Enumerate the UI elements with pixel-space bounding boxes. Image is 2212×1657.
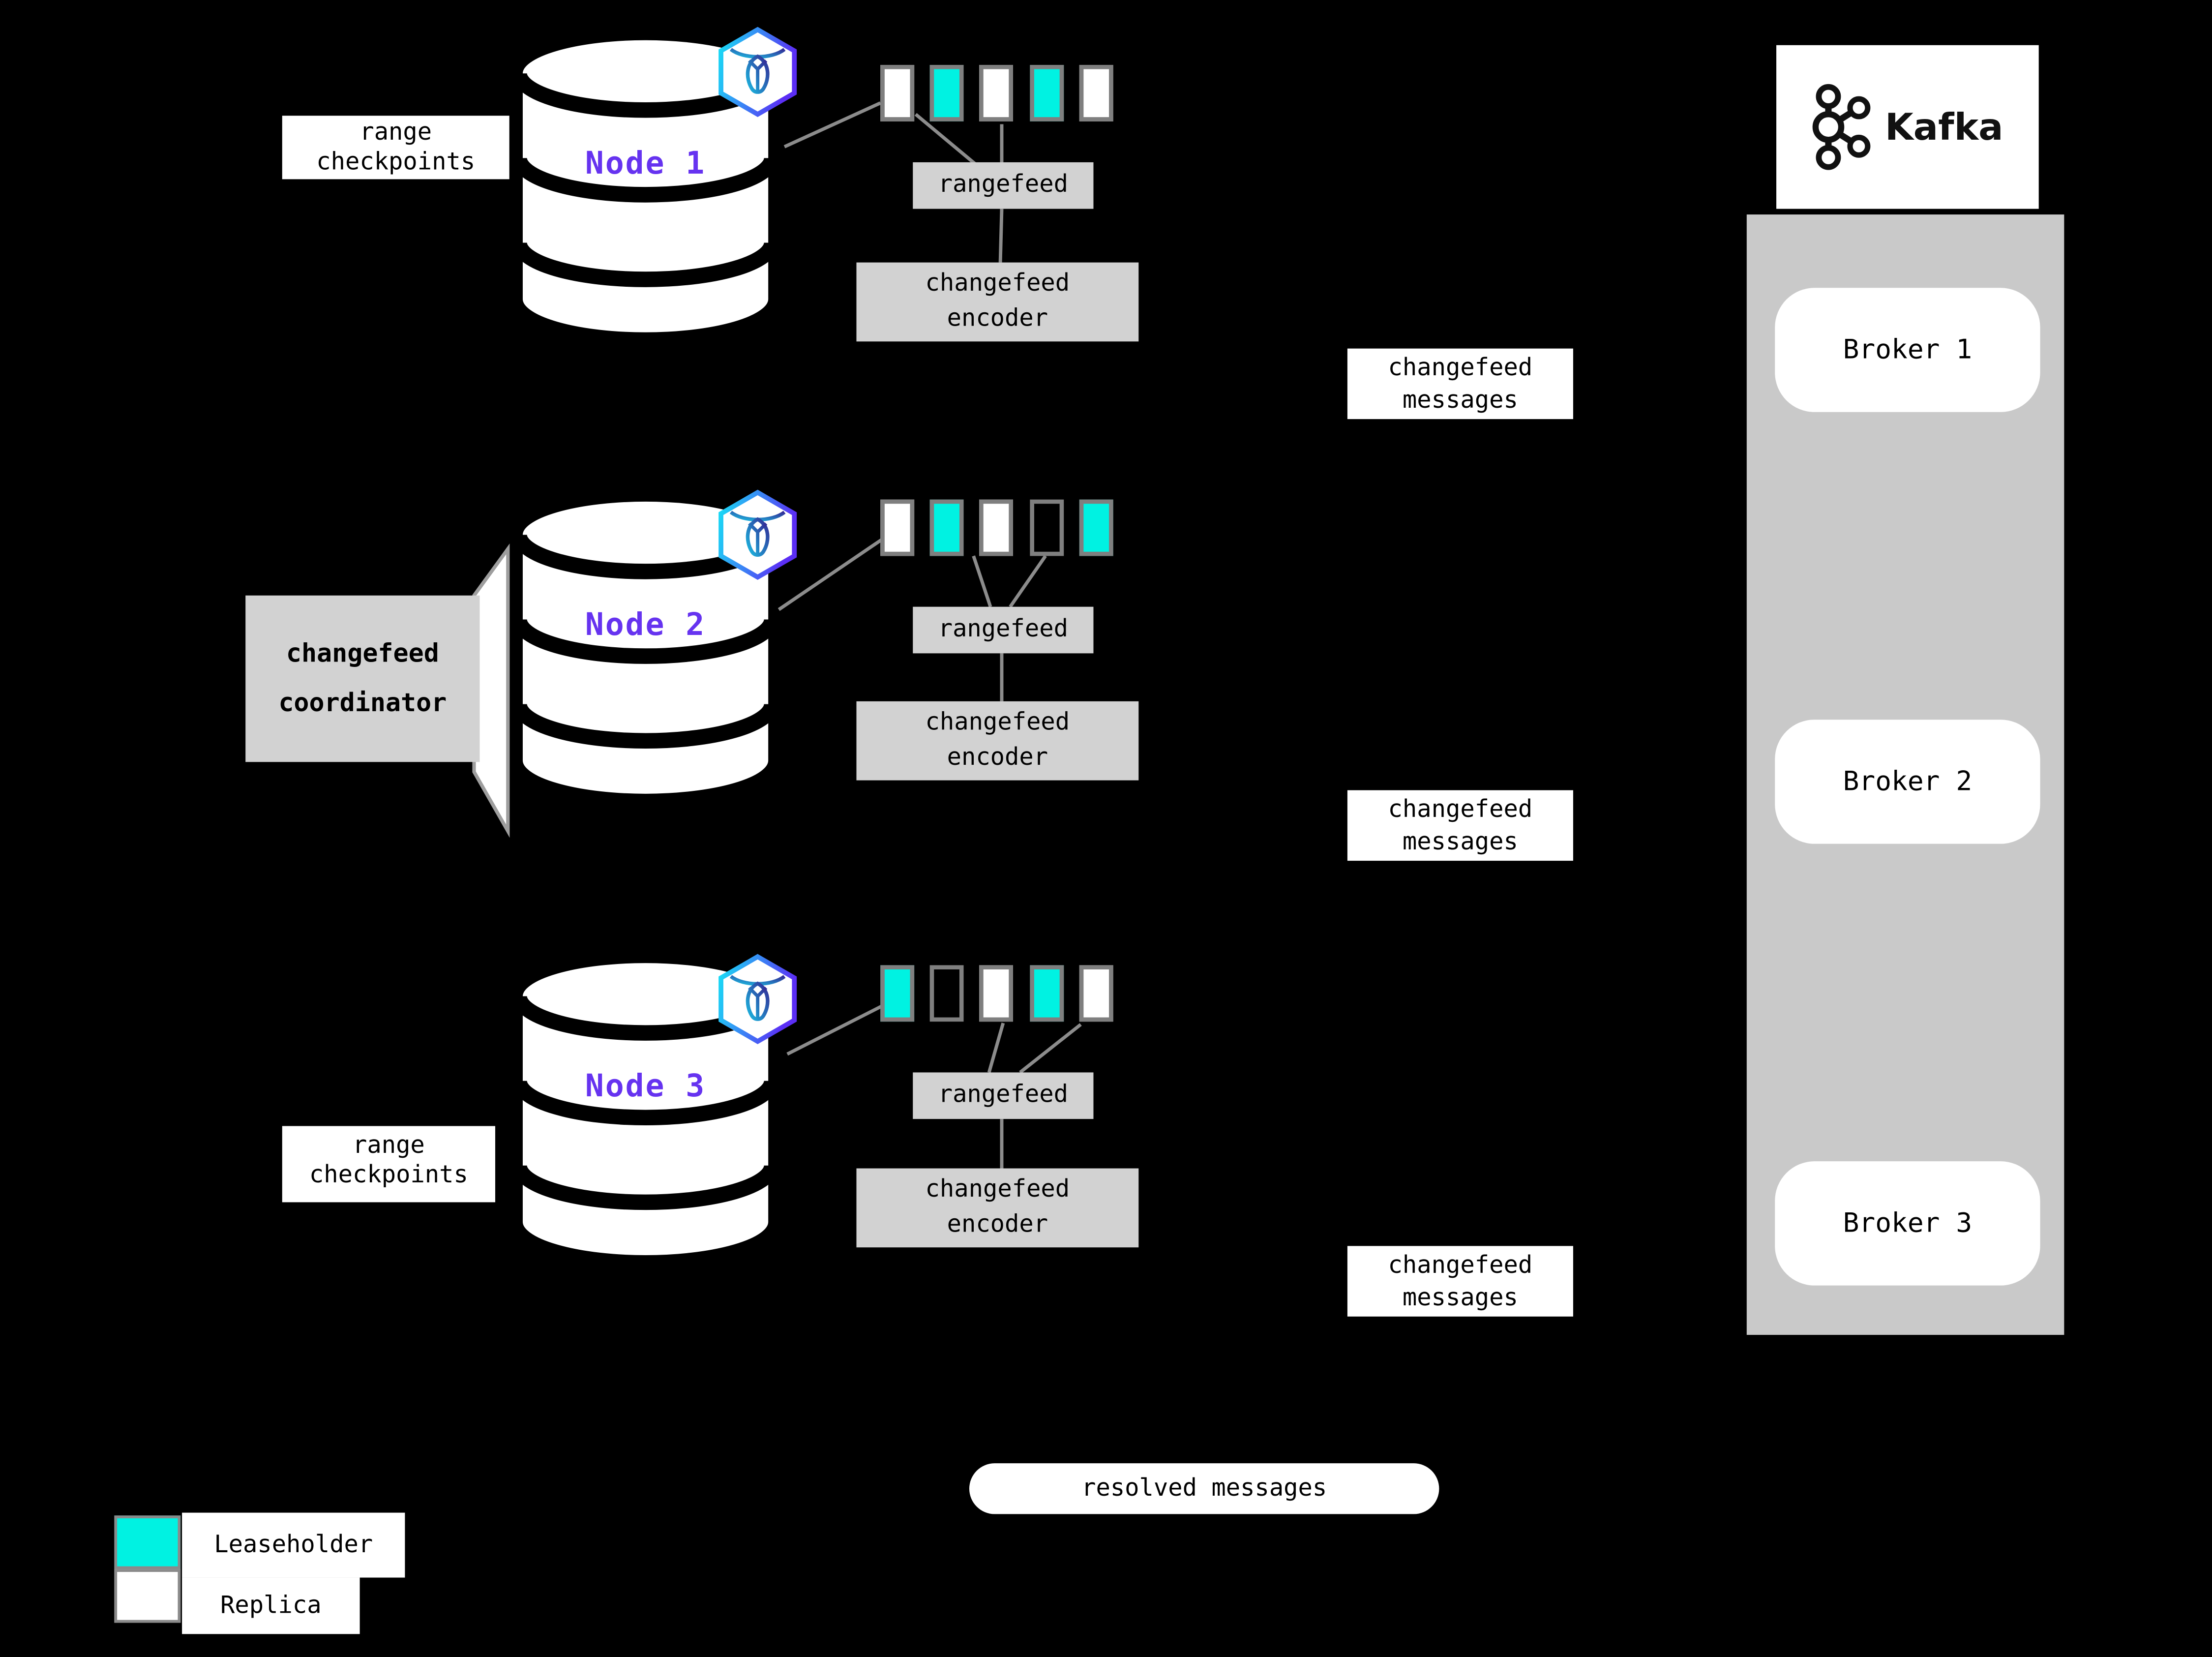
- range-cell: [979, 965, 1013, 1022]
- range-checkpoints-line2: checkpoints: [309, 1161, 468, 1190]
- coordinator-line2: coordinator: [278, 689, 447, 719]
- range-checkpoints-line1: range: [359, 118, 432, 147]
- encoder-line2: encoder: [947, 304, 1048, 333]
- changefeed-encoder-box: changefeed encoder: [856, 1168, 1139, 1248]
- arrowhead-icon: [2054, 327, 2079, 350]
- node-label: Node 2: [585, 608, 706, 644]
- messages-line2: messages: [1402, 387, 1518, 415]
- range-cell: [880, 499, 915, 556]
- broker-box: Broker 2: [1775, 720, 2040, 844]
- cockroachdb-logo-icon: [718, 27, 797, 118]
- changefeed-messages-label: changefeed messages: [1347, 790, 1573, 861]
- arrowhead-icon: [2060, 1247, 2084, 1270]
- changefeed-encoder-box: changefeed encoder: [856, 701, 1139, 781]
- range-cell: [1030, 64, 1064, 121]
- broker-box: Broker 1: [1775, 288, 2040, 412]
- cockroachdb-logo-icon: [718, 489, 797, 580]
- range-cell: [880, 64, 915, 121]
- node-cylinder: [515, 33, 776, 339]
- range-checkpoints-label: range checkpoints: [282, 116, 509, 180]
- range-cell: [979, 64, 1013, 121]
- messages-line2: messages: [1402, 1284, 1518, 1313]
- changefeed-coordinator-box: changefeed coordinator: [245, 595, 480, 762]
- legend-label: Leaseholder: [182, 1512, 405, 1578]
- range-cell: [1030, 965, 1064, 1022]
- range-checkpoints-label: range checkpoints: [282, 1126, 496, 1203]
- legend-swatch-leaseholder: [114, 1515, 181, 1569]
- encoder-line2: encoder: [947, 743, 1048, 772]
- range-cell: [929, 64, 964, 121]
- kafka-logo-icon: [1812, 84, 1871, 170]
- messages-line1: changefeed: [1388, 796, 1533, 824]
- kafka-title: Kafka: [1884, 107, 2003, 150]
- rangefeed-box: rangefeed: [913, 1072, 1094, 1119]
- range-checkpoints-line1: range: [352, 1131, 425, 1160]
- coordinator-flag-shape: [472, 543, 510, 838]
- node-label: Node 3: [585, 1069, 706, 1105]
- range-cell: [880, 965, 915, 1022]
- encoder-line2: encoder: [947, 1210, 1048, 1239]
- range-cell: [929, 965, 964, 1022]
- range-cell: [1079, 64, 1113, 121]
- range-cell: [1079, 965, 1113, 1022]
- coordinator-line1: changefeed: [286, 639, 439, 669]
- changefeed-messages-label: changefeed messages: [1347, 348, 1573, 420]
- cockroachdb-logo-icon: [718, 954, 797, 1044]
- messages-line1: changefeed: [1388, 1251, 1533, 1280]
- messages-line2: messages: [1402, 828, 1518, 857]
- range-cell: [1030, 499, 1064, 556]
- broker-box: Broker 3: [1775, 1161, 2040, 1286]
- range-checkpoints-line2: checkpoints: [316, 148, 476, 177]
- range-cell: [979, 499, 1013, 556]
- range-cell: [1079, 499, 1113, 556]
- resolved-messages-pill: resolved messages: [969, 1463, 1439, 1514]
- encoder-line1: changefeed: [925, 708, 1070, 737]
- broker-label: Broker 1: [1843, 334, 1973, 366]
- changefeed-encoder-box: changefeed encoder: [856, 262, 1139, 342]
- range-cell: [929, 499, 964, 556]
- rangefeed-box: rangefeed: [913, 606, 1094, 654]
- encoder-line1: changefeed: [925, 269, 1070, 298]
- connector-line: [777, 101, 1082, 1172]
- node-label: Node 1: [585, 147, 706, 182]
- legend-label: Replica: [182, 1577, 360, 1634]
- rangefeed-box: rangefeed: [913, 162, 1094, 209]
- legend-swatch-replica: [114, 1569, 181, 1623]
- encoder-line1: changefeed: [925, 1175, 1070, 1204]
- broker-label: Broker 3: [1843, 1207, 1973, 1239]
- messages-line1: changefeed: [1388, 354, 1533, 383]
- changefeed-messages-label: changefeed messages: [1347, 1246, 1573, 1317]
- broker-label: Broker 2: [1843, 766, 1973, 797]
